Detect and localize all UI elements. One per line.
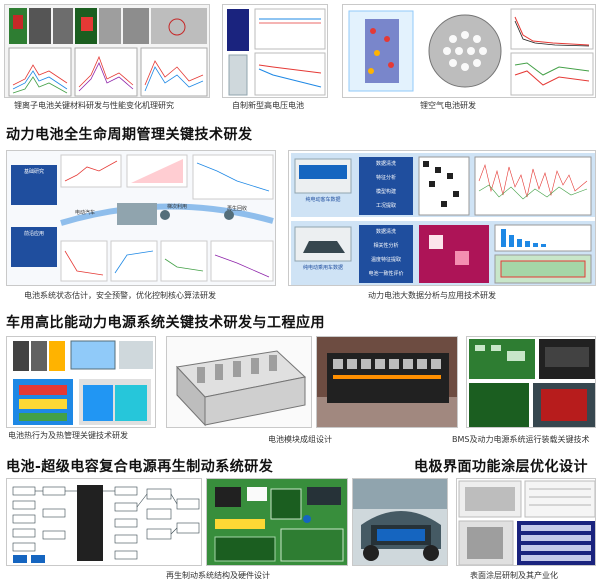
module-photo-figure	[316, 336, 458, 428]
caption-thermal: 电池热行为及热管理关键技术研发	[8, 431, 128, 440]
battery-photo-and-plots	[227, 8, 326, 96]
frontier-application-box-title: 前沿应用	[23, 231, 44, 237]
bus-step-4: 工况提取	[375, 203, 396, 209]
caption-coating: 表面涂层研制及其产业化	[470, 571, 558, 580]
thermal-management-figure	[6, 336, 156, 428]
pcb-photo	[207, 479, 347, 565]
bms-graphic	[469, 339, 595, 427]
big-data-figure: 纯电动客车数据 纯电动乘用车数据 数据清洗 特征分析 模型构建 工况提取 数据清…	[288, 150, 596, 286]
lifecycle-label-recycle: 再生回收	[227, 206, 248, 212]
caption-state-estimation: 电池系统状态估计，安全预警，优化控制核心算法研发	[24, 291, 216, 300]
module-design-figure	[166, 336, 312, 428]
coating-graphic	[458, 480, 595, 565]
lifecycle-label-cascade: 梯次利用	[167, 204, 188, 210]
materials-research-figure	[4, 4, 210, 98]
high-voltage-battery-figure	[222, 4, 328, 98]
car-step-2: 相关性分析	[373, 243, 399, 249]
vehicle-figure	[352, 478, 448, 566]
module-render	[175, 350, 307, 427]
heading-supercap: 电池-超级电容复合电源再生制动系统研发	[6, 459, 274, 475]
bus-step-1: 数据清洗	[375, 161, 396, 167]
bus-data-label: 纯电动客车数据	[305, 197, 341, 203]
regen-schematic-figure	[6, 478, 202, 566]
heading-interface: 电极界面功能涂层优化设计	[414, 459, 588, 475]
materials-collage-graphic	[8, 8, 208, 97]
heading-lifecycle: 动力电池全生命周期管理关键技术研发	[6, 127, 253, 143]
thermal-graphic	[13, 340, 153, 425]
regen-hardware-figure	[206, 478, 348, 566]
caption-materials-research: 锂离子电池关键材料研发与性能变化机理研究	[14, 101, 174, 110]
vehicle-photo	[353, 479, 447, 561]
heading-high-ratio: 车用高比能动力电源系统关键技术研发与工程应用	[6, 315, 325, 331]
car-step-1: 数据清洗	[375, 229, 396, 235]
lithium-air-graphic	[348, 8, 594, 96]
big-data-graphic	[291, 153, 595, 285]
caption-regen: 再生制动系统结构及硬件设计	[166, 571, 270, 580]
coating-figure	[456, 478, 596, 566]
state-estimation-figure: 基础研究 前沿应用 电动汽车 梯次利用 再生回收	[6, 150, 276, 286]
lithium-air-figure	[342, 4, 596, 98]
car-data-label: 纯电动乘用车数据	[302, 265, 343, 271]
car-step-4: 电池一致性评价	[368, 271, 404, 277]
basic-research-box-title: 基础研究	[23, 169, 44, 175]
lifecycle-diagram	[11, 154, 274, 282]
caption-bms: BMS及动力电源系统运行装载关键技术	[452, 435, 590, 444]
bus-step-3: 模型构建	[375, 189, 396, 195]
caption-lithium-air: 锂空气电池研发	[420, 101, 476, 110]
caption-high-voltage: 自制新型高电压电池	[232, 101, 304, 110]
car-step-3: 温度特征提取	[370, 257, 401, 263]
caption-module-design: 电池模块成组设计	[268, 435, 332, 444]
module-photo	[317, 353, 457, 427]
bms-figure	[466, 336, 596, 428]
bus-step-2: 特征分析	[375, 175, 396, 181]
caption-big-data: 动力电池大数据分析与应用技术研发	[368, 291, 496, 300]
lifecycle-label-ev: 电动汽车	[75, 210, 96, 216]
regen-schematic	[12, 485, 200, 563]
